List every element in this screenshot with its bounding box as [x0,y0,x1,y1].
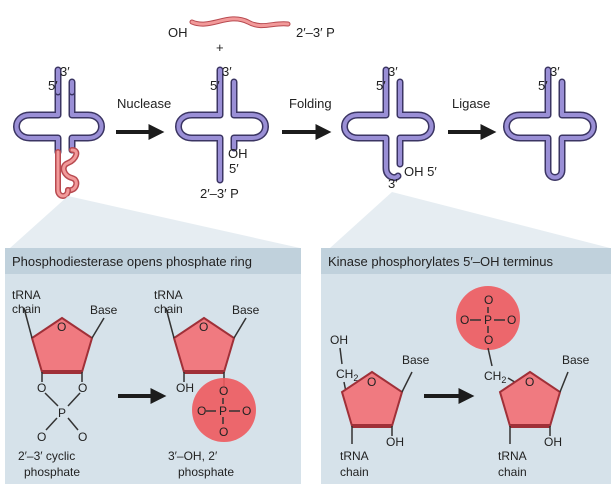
left-caption-2a: 3′–OH, 2′ [168,449,218,463]
trna2-p-end-label: 2′–3′ P [200,186,239,201]
right-ring-o-1: O [367,375,376,389]
right-p-o-bottom: O [484,333,493,347]
cyclic-o-left: O [37,381,46,395]
right-chain-1: chain [340,465,369,479]
right-trna-2: tRNA [498,449,527,463]
right-ch2-1: CH2 [336,367,358,383]
trna4-three-label: 3′ [550,64,560,79]
plus-sign: + [216,40,224,55]
step-label-ligase: Ligase [452,96,490,111]
right-trna-1: tRNA [340,449,369,463]
right-p-o-top: O [484,293,493,307]
left-trna-label-2: tRNA [154,288,183,302]
five-oh-sugar: OH CH2 O Base OH tRNA chain [330,333,430,479]
phosphodiesterase-panel: Phosphodiesterase opens phosphate ring O… [5,248,301,484]
left-panel-title: Phosphodiesterase opens phosphate ring [12,254,252,269]
right-oh-3: OH [544,435,562,449]
phosphorylated-sugar: O P O O O CH2 O Base OH tRNA chain [456,286,590,479]
left-base-1: Base [90,303,118,317]
trna3-oh5-label: OH 5′ [404,164,437,179]
step-label-nuclease: Nuclease [117,96,171,111]
cyclic-o-bottom-right: O [78,430,87,444]
left-caption-2b: phosphate [178,465,234,479]
cyclic-phosphate-sugar: O O O P O O tRNA chain Base 2′–3′ cyclic… [12,288,118,479]
left-base-2: Base [232,303,260,317]
fragment-p-label: 2′–3′ P [296,25,335,40]
right-base-1: Base [402,353,430,367]
opened-phosphate-sugar: O OH O P O O O tRNA chain Base 3′–OH, 2′… [154,288,260,479]
right-ch2-2: CH2 [484,369,506,385]
left-trna-chain-1: chain [12,302,41,316]
cyclic-p: P [58,406,66,420]
left-trna-label-1: tRNA [12,288,41,302]
phosphate-highlight-left [192,378,256,442]
cyclic-o-right: O [78,381,87,395]
mature-trna: 5′ 3′ [503,64,597,181]
opened-oh: OH [176,381,194,395]
trna2-five-label: 5′ [210,78,220,93]
opened-o-right: O [242,404,251,418]
right-p-o-right: O [507,313,516,327]
right-oh-label: OH [330,333,348,347]
trna3-five-label: 5′ [376,78,386,93]
cleaved-trna: 5′ 3′ OH 5′ 2′–3′ P [175,64,269,201]
cyclic-o-bottom-left: O [37,430,46,444]
left-trna-chain-2: chain [154,302,183,316]
pre-trna: 5′ 3′ [13,64,105,199]
trna2-oh-label: OH [228,146,248,161]
right-p: P [484,313,492,327]
left-caption-1a: 2′–3′ cyclic [18,449,75,463]
step-label-folding: Folding [289,96,332,111]
fragment-oh-label: OH [168,25,188,40]
opened-p: P [219,404,227,418]
trna3-three-end-label: 3′ [388,176,398,191]
cyclic-ring-o: O [57,320,66,334]
right-oh-2: OH [386,435,404,449]
opened-o-top: O [219,384,228,398]
trna2-three-label: 3′ [222,64,232,79]
right-base-2: Base [562,353,590,367]
right-panel-title: Kinase phosphorylates 5′–OH terminus [328,254,553,269]
trna3-three-label: 3′ [388,64,398,79]
zoom-cone-right [330,192,610,248]
trna1-three-label: 3′ [60,64,70,79]
left-caption-1b: phosphate [24,465,80,479]
right-ring-o-2: O [525,375,534,389]
trna1-five-label: 5′ [48,78,58,93]
zoom-cone-left [10,196,300,248]
opened-o-left: O [197,404,206,418]
folded-trna: 5′ 3′ 3′ OH 5′ [341,64,437,191]
right-chain-2: chain [498,465,527,479]
kinase-panel: Kinase phosphorylates 5′–OH terminus OH … [321,248,611,484]
opened-o-bottom: O [219,425,228,439]
excised-intron: OH 2′–3′ P + [168,16,335,55]
trna4-five-label: 5′ [538,78,548,93]
opened-ring-o: O [199,320,208,334]
right-p-o-left: O [460,313,469,327]
trna2-five-end-label: 5′ [229,161,239,176]
phosphate-highlight-right [456,286,520,350]
